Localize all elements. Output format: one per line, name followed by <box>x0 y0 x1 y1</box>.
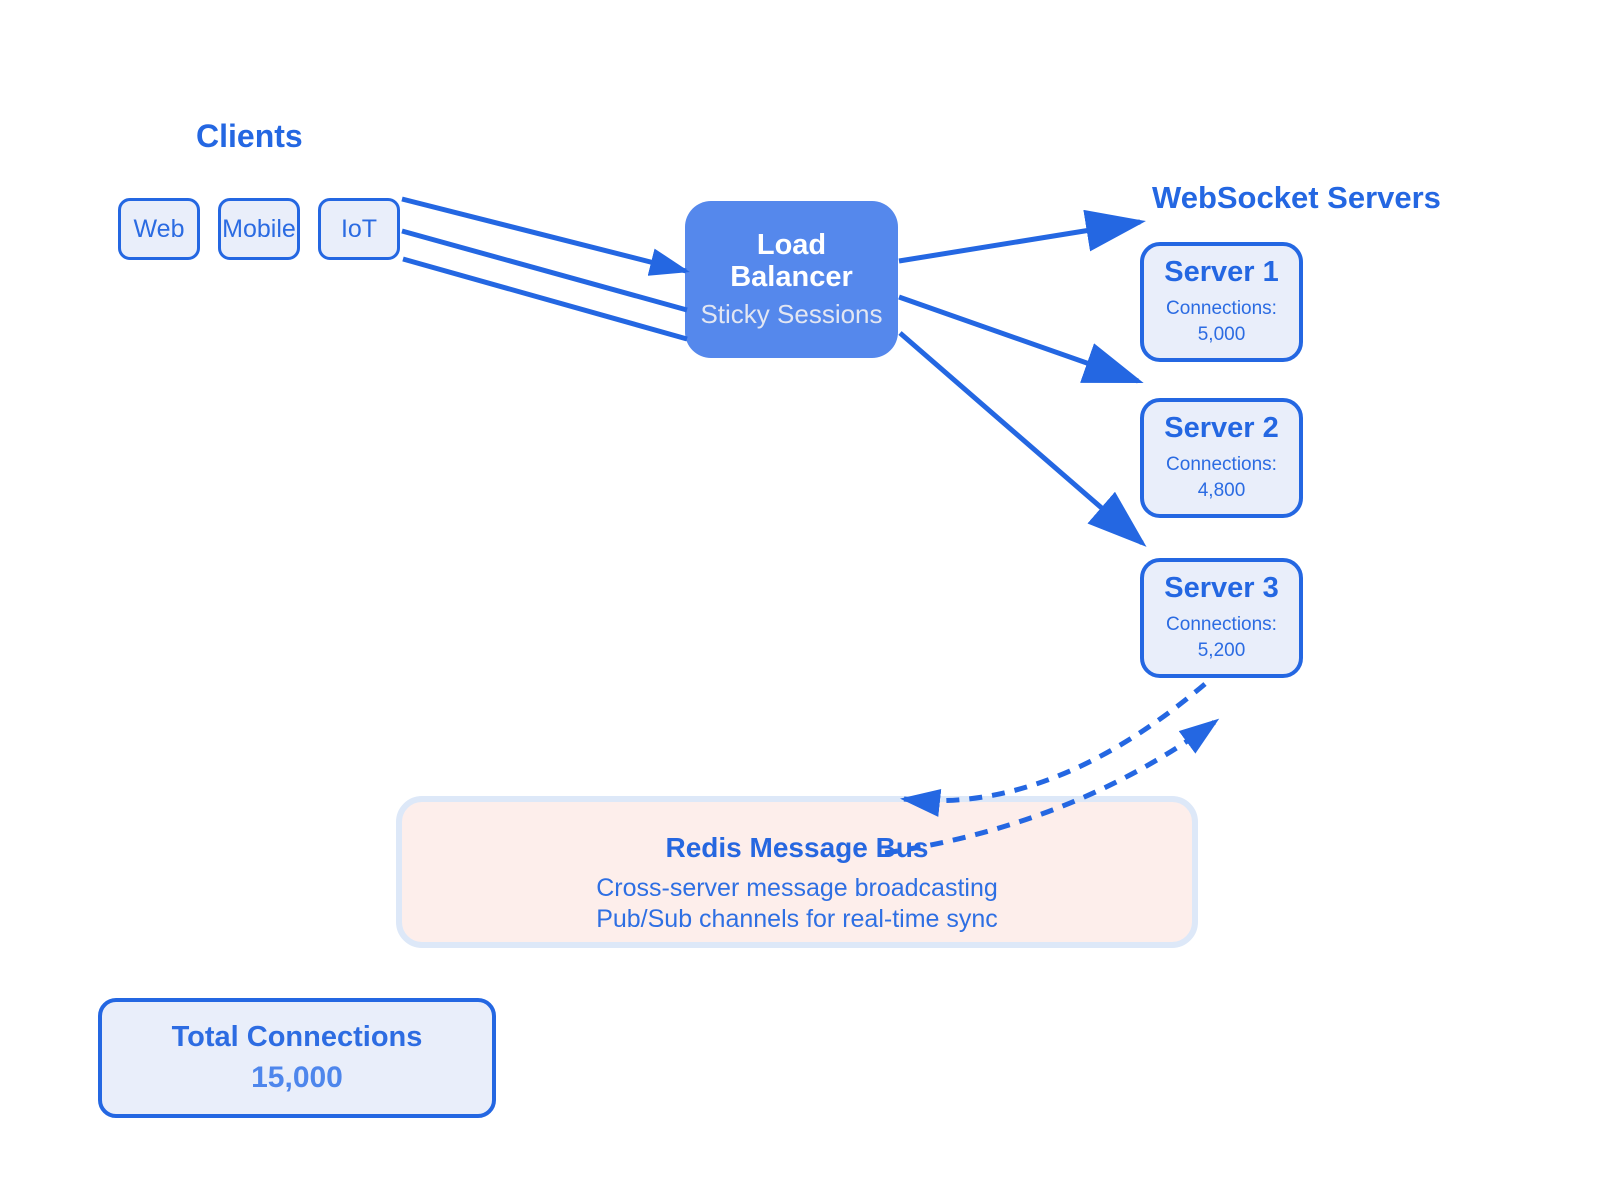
redis-description-line-2: Pub/Sub channels for real-time sync <box>596 904 998 933</box>
arrow-load-balancer-to-server-1 <box>898 209 1146 264</box>
total-connections-value: 15,000 <box>251 1061 343 1094</box>
websocket-servers-section-title: WebSocket Servers <box>1152 180 1441 215</box>
total-connections-title: Total Connections <box>171 1021 423 1053</box>
server-2-connections-value: 4,800 <box>1197 480 1246 501</box>
server-3-node: Server 3 Connections: 5,200 <box>1140 558 1303 678</box>
line-clients-to-load-balancer-3 <box>402 256 688 342</box>
load-balancer-node: Load Balancer Sticky Sessions <box>685 201 898 358</box>
server-2-name: Server 2 <box>1164 412 1279 445</box>
server-1-node: Server 1 Connections: 5,000 <box>1140 242 1303 362</box>
client-node-iot: IoT <box>318 198 400 260</box>
dashed-arrow-server-3-to-redis <box>900 682 1207 817</box>
line-clients-to-load-balancer-2 <box>401 228 688 313</box>
server-3-connections-value: 5,200 <box>1197 640 1246 661</box>
server-2-node: Server 2 Connections: 4,800 <box>1140 398 1303 518</box>
client-node-mobile-label: Mobile <box>222 214 296 243</box>
total-connections-node: Total Connections 15,000 <box>98 998 496 1118</box>
redis-message-bus-node: Redis Message Bus Cross-server message b… <box>396 796 1198 948</box>
redis-title: Redis Message Bus <box>665 832 929 863</box>
redis-description-line-1: Cross-server message broadcasting <box>596 874 998 902</box>
server-1-connections-value: 5,000 <box>1197 324 1246 345</box>
arrow-load-balancer-to-server-3 <box>898 331 1147 547</box>
client-node-web-label: Web <box>133 214 185 243</box>
server-1-name: Server 1 <box>1164 256 1279 289</box>
server-3-name: Server 3 <box>1164 572 1279 605</box>
client-node-mobile: Mobile <box>218 198 300 260</box>
clients-section-title: Clients <box>196 118 303 154</box>
server-3-connections-label: Connections: <box>1166 614 1277 636</box>
client-node-iot-label: IoT <box>340 214 378 243</box>
server-1-connections-label: Connections: <box>1166 298 1277 320</box>
arrow-load-balancer-to-server-2 <box>898 294 1144 384</box>
arrow-clients-to-load-balancer <box>401 196 690 276</box>
server-2-connections-label: Connections: <box>1166 454 1277 476</box>
client-node-web: Web <box>118 198 200 260</box>
load-balancer-subtitle: Sticky Sessions <box>700 299 883 330</box>
load-balancer-title: Load Balancer <box>730 228 853 293</box>
